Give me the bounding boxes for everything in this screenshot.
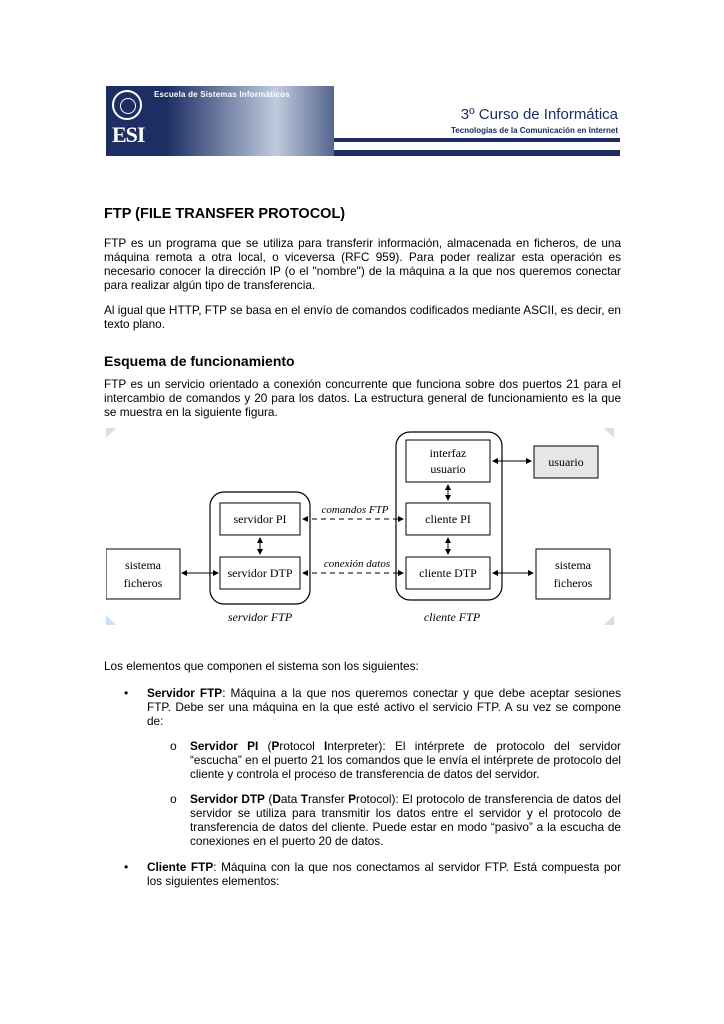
servidor-dtp-label: servidor DTP <box>228 566 293 580</box>
section-paragraph: FTP es un servicio orientado a conexión … <box>104 377 621 419</box>
subject-title: Tecnologías de la Comunicación en Intern… <box>451 126 618 135</box>
header-banner: Escuela de Sistemas Informáticos ESI 3º … <box>106 86 620 156</box>
servidor-dtp-box <box>219 556 301 590</box>
interfaz-line-2: usuario <box>430 462 465 476</box>
cliente-dtp-box <box>405 556 491 590</box>
usuario-box <box>533 445 599 479</box>
banner-divider <box>334 138 620 142</box>
cliente-ftp-label: cliente FTP <box>424 610 481 624</box>
corner-decoration <box>604 615 614 625</box>
term-servidor-ftp: Servidor FTP <box>147 686 223 700</box>
bullet-marker: • <box>124 860 129 874</box>
servidor-dtp-description: rotocol): El protocolo de transferencia … <box>190 792 621 848</box>
intro-paragraph-2: Al igual que HTTP, FTP se basa en el env… <box>104 303 621 331</box>
cliente-dtp-label: cliente DTP <box>419 566 477 580</box>
university-seal-icon <box>112 90 142 120</box>
servidor-description: : Máquina a la que nos queremos conectar… <box>147 686 622 728</box>
servidor-pi-description: nterpreter): El intérprete de protocolo … <box>190 739 621 781</box>
page-title: FTP (FILE TRANSFER PROTOCOL) <box>104 206 346 222</box>
comandos-label: comandos FTP <box>322 504 389 516</box>
interfaz-usuario-box <box>405 439 491 483</box>
ftp-diagram: servidor PI servidor DTP servidor FTP si… <box>106 428 614 625</box>
corner-decoration <box>106 615 116 625</box>
cliente-pi-label: cliente PI <box>425 512 471 526</box>
servidor-pi-box <box>219 502 301 536</box>
cliente-description: : Máquina con la que nos conectamos al s… <box>147 860 622 888</box>
sistema-ficheros-right-box <box>535 548 611 600</box>
list-item-servidor-dtp: Servidor DTP (Data Transfer Protocol): E… <box>190 792 621 848</box>
corner-decoration <box>604 428 614 438</box>
sub-bullet-marker: o <box>170 792 177 806</box>
interfaz-line-1: interfaz <box>430 446 467 460</box>
cliente-pi-box <box>405 502 491 536</box>
term-servidor-dtp: Servidor DTP <box>190 792 265 806</box>
usuario-label: usuario <box>548 455 583 469</box>
term-servidor-pi: Servidor PI <box>190 739 259 753</box>
intro-paragraph-1: FTP es un programa que se utiliza para t… <box>104 236 621 292</box>
servidor-ftp-label: servidor FTP <box>228 610 293 624</box>
list-item-cliente: Cliente FTP: Máquina con la que nos cone… <box>147 860 621 888</box>
section-heading: Esquema de funcionamiento <box>104 353 295 369</box>
bullet-marker: • <box>124 686 129 700</box>
servidor-ftp-group <box>209 491 311 605</box>
conexion-label: conexión datos <box>324 558 390 570</box>
sistema-left-line-2: ficheros <box>124 576 163 590</box>
building-image <box>166 86 334 156</box>
sistema-right-line-2: ficheros <box>554 576 593 590</box>
corner-decoration <box>106 428 116 438</box>
school-name: Escuela de Sistemas Informáticos <box>154 90 290 99</box>
course-title: 3º Curso de Informática <box>460 106 618 123</box>
servidor-pi-label: servidor PI <box>234 512 287 526</box>
list-item-servidor: Servidor FTP: Máquina a la que nos quere… <box>147 686 621 728</box>
sistema-left-line-1: sistema <box>125 558 162 572</box>
term-cliente-ftp: Cliente FTP <box>147 860 214 874</box>
list-item-servidor-pi: Servidor PI (Protocol Interpreter): El i… <box>190 739 621 781</box>
sistema-right-line-1: sistema <box>555 558 592 572</box>
sistema-ficheros-left-box <box>106 548 181 600</box>
elements-intro: Los elementos que componen el sistema so… <box>104 659 419 673</box>
banner-logo-block: Escuela de Sistemas Informáticos ESI <box>106 86 334 156</box>
esi-logo: ESI <box>112 122 145 147</box>
banner-bottom-bar <box>334 150 620 156</box>
sub-bullet-marker: o <box>170 739 177 753</box>
